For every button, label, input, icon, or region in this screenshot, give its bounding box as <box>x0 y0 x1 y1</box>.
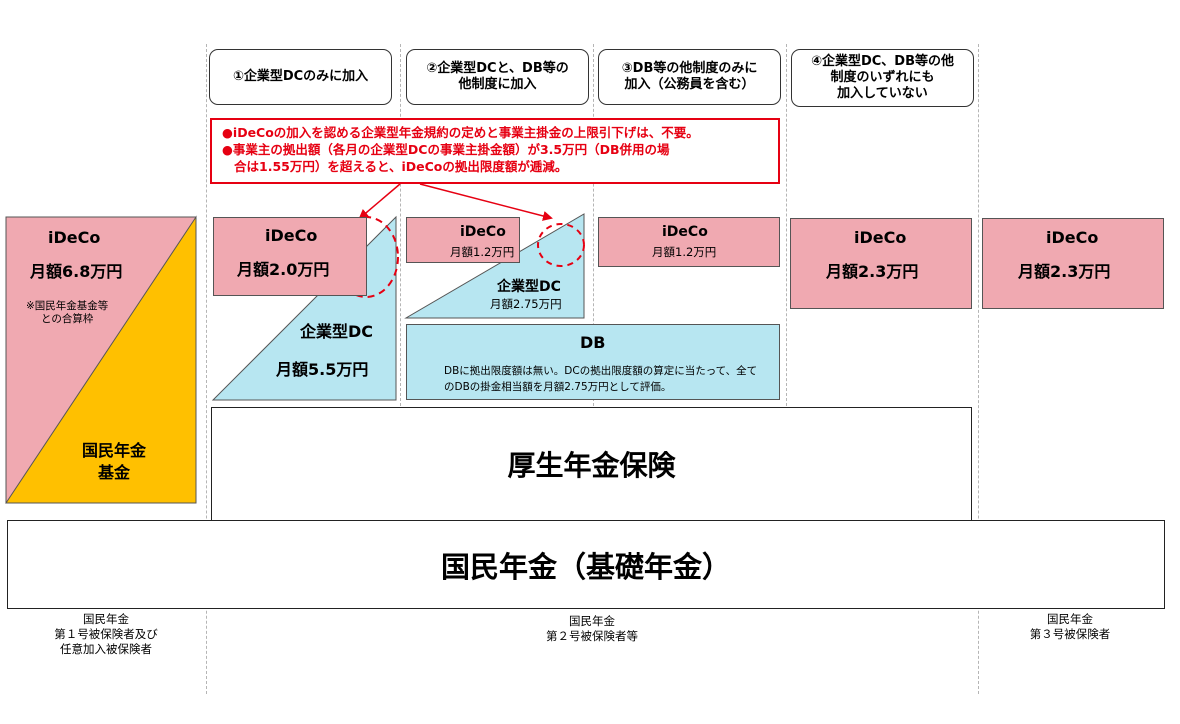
header-none: ④企業型DC、DB等の他 制度のいずれにも 加入していない <box>791 49 974 107</box>
dc-triangle-col2 <box>404 213 585 319</box>
notice-line: ●事業主の拠出額（各月の企業型DCの事業主掛金額）が3.5万円（DB併用の場 <box>222 142 670 157</box>
footer-group1: 国民年金 第１号被保険者及び 任意加入被保険者 <box>54 612 158 656</box>
ideco-label-col4: iDeCo <box>854 228 907 247</box>
header-db-only: ③DB等の他制度のみに 加入（公務員を含む） <box>598 49 781 105</box>
column-divider <box>786 44 787 406</box>
ideco-box-col4 <box>790 218 972 309</box>
ideco-box-col2 <box>406 217 520 263</box>
ideco-box-col1 <box>213 217 367 296</box>
kokumin-nenkin-box: 国民年金（基礎年金） <box>7 520 1165 609</box>
column-divider <box>400 44 401 406</box>
ideco-amount-col5: 月額2.3万円 <box>1018 262 1111 281</box>
notice-line: 合は1.55万円）を超えると、iDeCoの拠出限度額が逓減。 <box>234 159 568 174</box>
ideco-label-col2: iDeCo <box>460 224 506 240</box>
dashed-circle-col2 <box>537 223 585 267</box>
ideco-box-col3 <box>598 217 780 267</box>
ideco-box-col5 <box>982 218 1164 309</box>
dc-amount-col2: 月額2.75万円 <box>490 297 562 311</box>
ideco-amount-col0: 月額6.8万円 <box>30 262 123 281</box>
db-note: DBに拠出限度額は無い。DCの拠出限度額の算定に当たって、全て <box>444 365 758 377</box>
header-dc-and-db: ②企業型DCと、DB等の 他制度に加入 <box>406 49 589 105</box>
ideco-amount-col4: 月額2.3万円 <box>826 262 919 281</box>
db-box <box>406 324 780 400</box>
column-divider <box>593 44 594 406</box>
ideco-label-col5: iDeCo <box>1046 228 1099 247</box>
ideco-label-col3: iDeCo <box>662 224 708 240</box>
arrow-to-col1 <box>358 183 401 220</box>
header-dc-only: ①企業型DCのみに加入 <box>209 49 392 105</box>
ideco-label-col1: iDeCo <box>265 226 318 245</box>
dc-label-col2: 企業型DC <box>497 279 561 295</box>
ideco-amount-col2: 月額1.2万円 <box>450 245 515 259</box>
fund-triangle <box>5 215 197 504</box>
ideco-amount-col1: 月額2.0万円 <box>237 260 330 279</box>
kousei-nenkin-box: 厚生年金保険 <box>211 407 972 521</box>
column-divider <box>206 44 207 694</box>
fund-label: 国民年金 基金 <box>82 441 147 482</box>
ideco-label-col0: iDeCo <box>48 228 101 247</box>
notice-line: ●iDeCoの加入を認める企業型年金規約の定めと事業主掛金の上限引下げは、不要。 <box>222 125 699 140</box>
arrow-to-col2 <box>419 183 553 221</box>
ideco-note-col0: ※国民年金基金等 との合算枠 <box>26 300 109 325</box>
dc-amount-col1: 月額5.5万円 <box>276 360 369 379</box>
db-title: DB <box>580 333 606 352</box>
notice-box: ●iDeCoの加入を認める企業型年金規約の定めと事業主掛金の上限引下げは、不要。… <box>210 118 780 184</box>
column-divider <box>978 44 979 694</box>
db-note: のDBの掛金相当額を月額2.75万円として評価。 <box>444 381 672 393</box>
footer-group2: 国民年金 第２号被保険者等 <box>546 614 638 643</box>
ideco-amount-col3: 月額1.2万円 <box>652 245 717 259</box>
dc-label-col1: 企業型DC <box>300 322 374 341</box>
footer-group3: 国民年金 第３号被保険者 <box>1029 612 1111 641</box>
